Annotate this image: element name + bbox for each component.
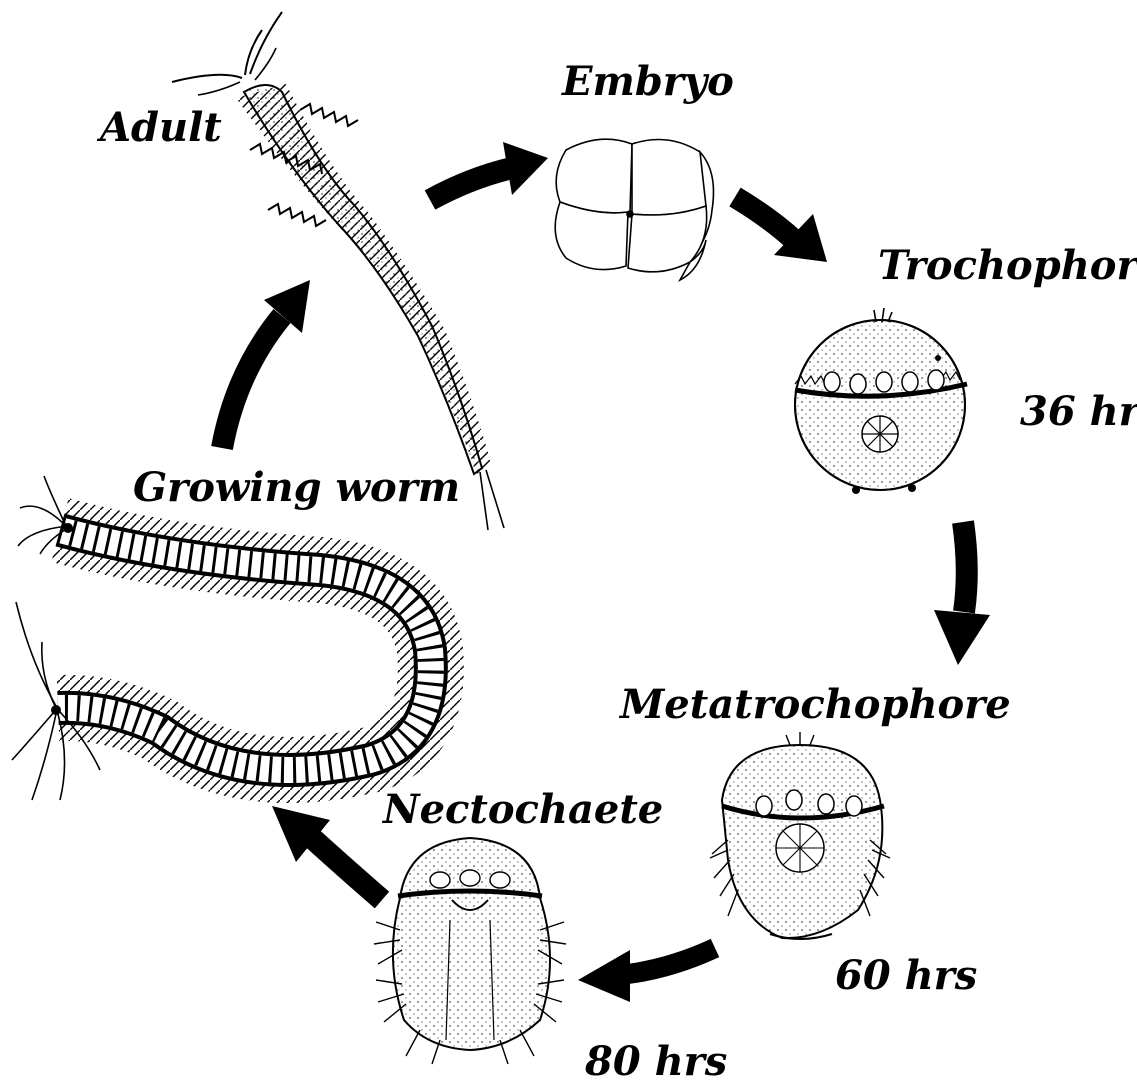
arrow-metatrochophore-to-nectochaete	[578, 948, 715, 1002]
arrow-embryo-to-trochophore	[735, 197, 827, 262]
stage-label-growing-worm: Growing worm	[133, 468, 460, 508]
stage-label-adult: Adult	[100, 108, 222, 148]
stage-label-embryo: Embryo	[562, 62, 734, 102]
stage-label-metatrochophore: Metatrochophore	[620, 685, 1011, 725]
time-label-metatrochophore: 60 hrs	[835, 956, 977, 996]
adult-worm-illustration	[172, 12, 504, 530]
arrow-trochophore-to-metatrochophore	[934, 522, 990, 665]
metatrochophore-illustration	[710, 732, 890, 939]
arrow-adult-to-embryo	[430, 142, 548, 200]
trochophore-illustration	[795, 308, 967, 494]
arrow-growing-worm-to-adult	[222, 280, 310, 448]
arrow-nectochaete-to-growing-worm	[272, 806, 382, 900]
stage-label-trochophore: Trochophore	[878, 246, 1137, 286]
stage-label-nectochaete: Nectochaete	[383, 790, 663, 830]
growing-worm-illustration	[12, 476, 431, 800]
nectochaete-illustration	[374, 838, 566, 1064]
time-label-nectochaete: 80 hrs	[585, 1042, 727, 1082]
time-label-trochophore: 36 hrs	[1020, 392, 1137, 432]
embryo-illustration	[555, 139, 713, 280]
